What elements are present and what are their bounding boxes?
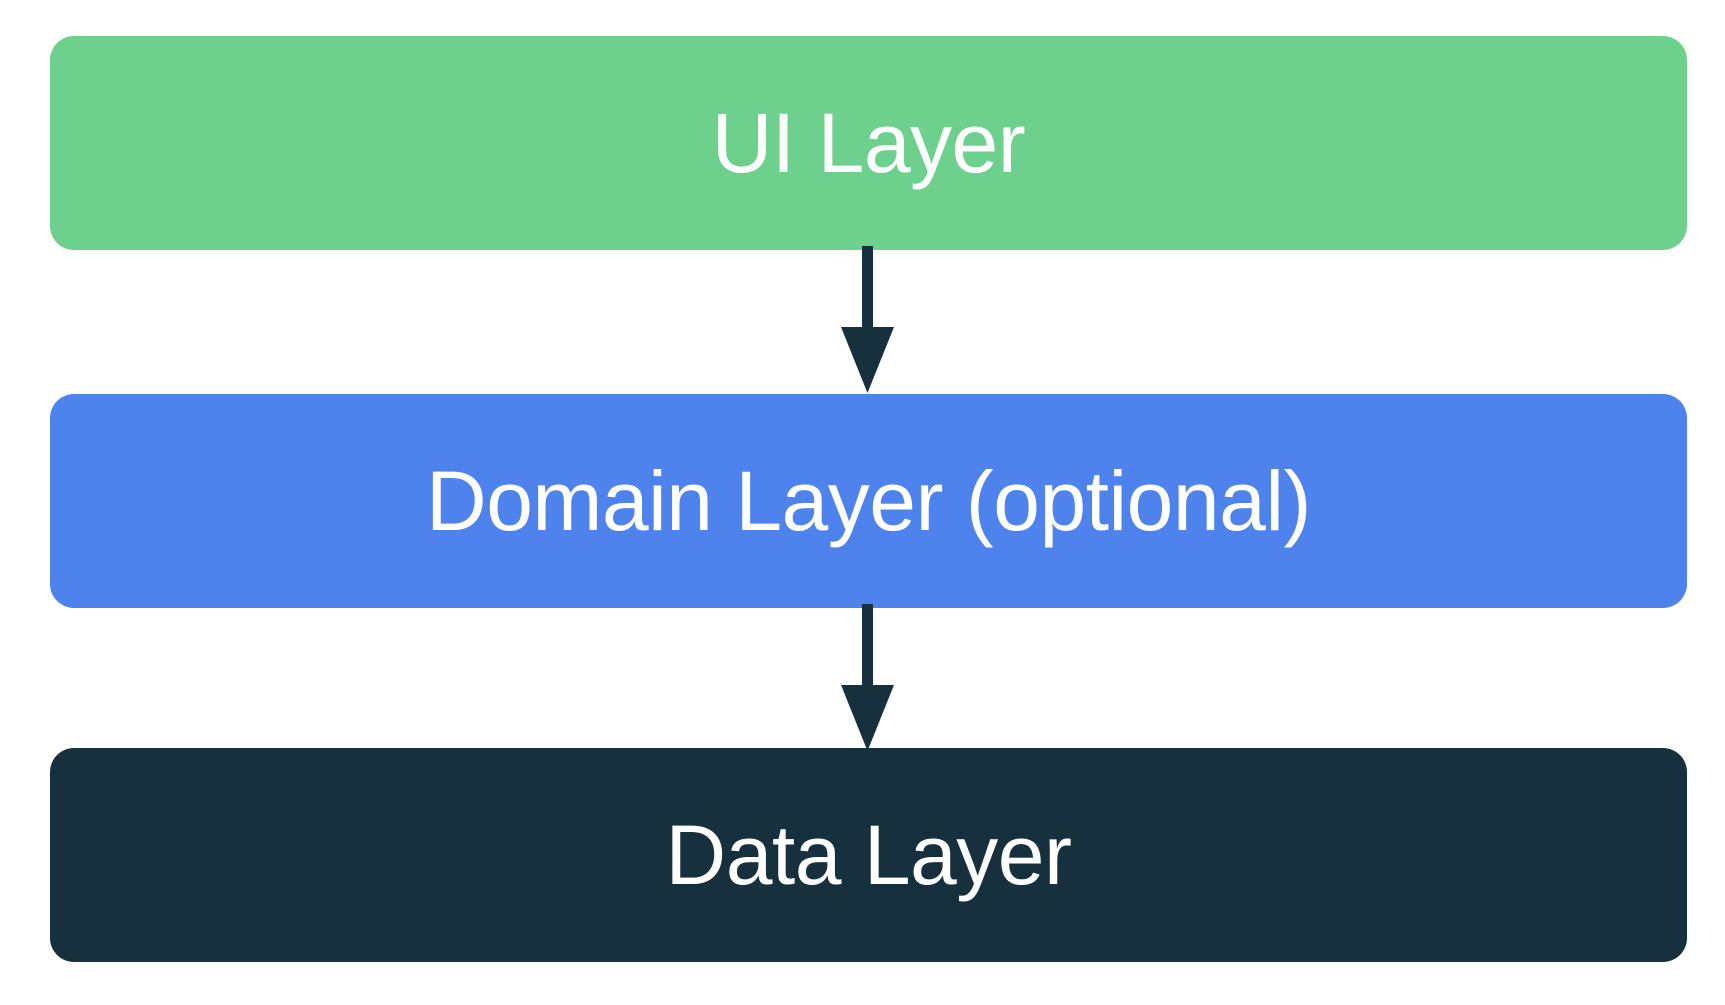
arrow-domain-to-data-icon — [841, 604, 894, 751]
node-ui-layer-label: UI Layer — [711, 96, 1026, 190]
node-ui-layer[interactable]: UI Layer — [50, 36, 1687, 250]
arrow-ui-to-domain-icon — [841, 246, 894, 393]
node-domain-layer[interactable]: Domain Layer (optional) — [50, 394, 1687, 608]
node-domain-layer-label: Domain Layer (optional) — [426, 454, 1311, 548]
arrow-ui-to-domain-shape — [841, 246, 894, 393]
node-data-layer-label: Data Layer — [665, 808, 1072, 902]
node-data-layer[interactable]: Data Layer — [50, 748, 1687, 962]
arrow-domain-to-data-shape — [841, 604, 894, 751]
